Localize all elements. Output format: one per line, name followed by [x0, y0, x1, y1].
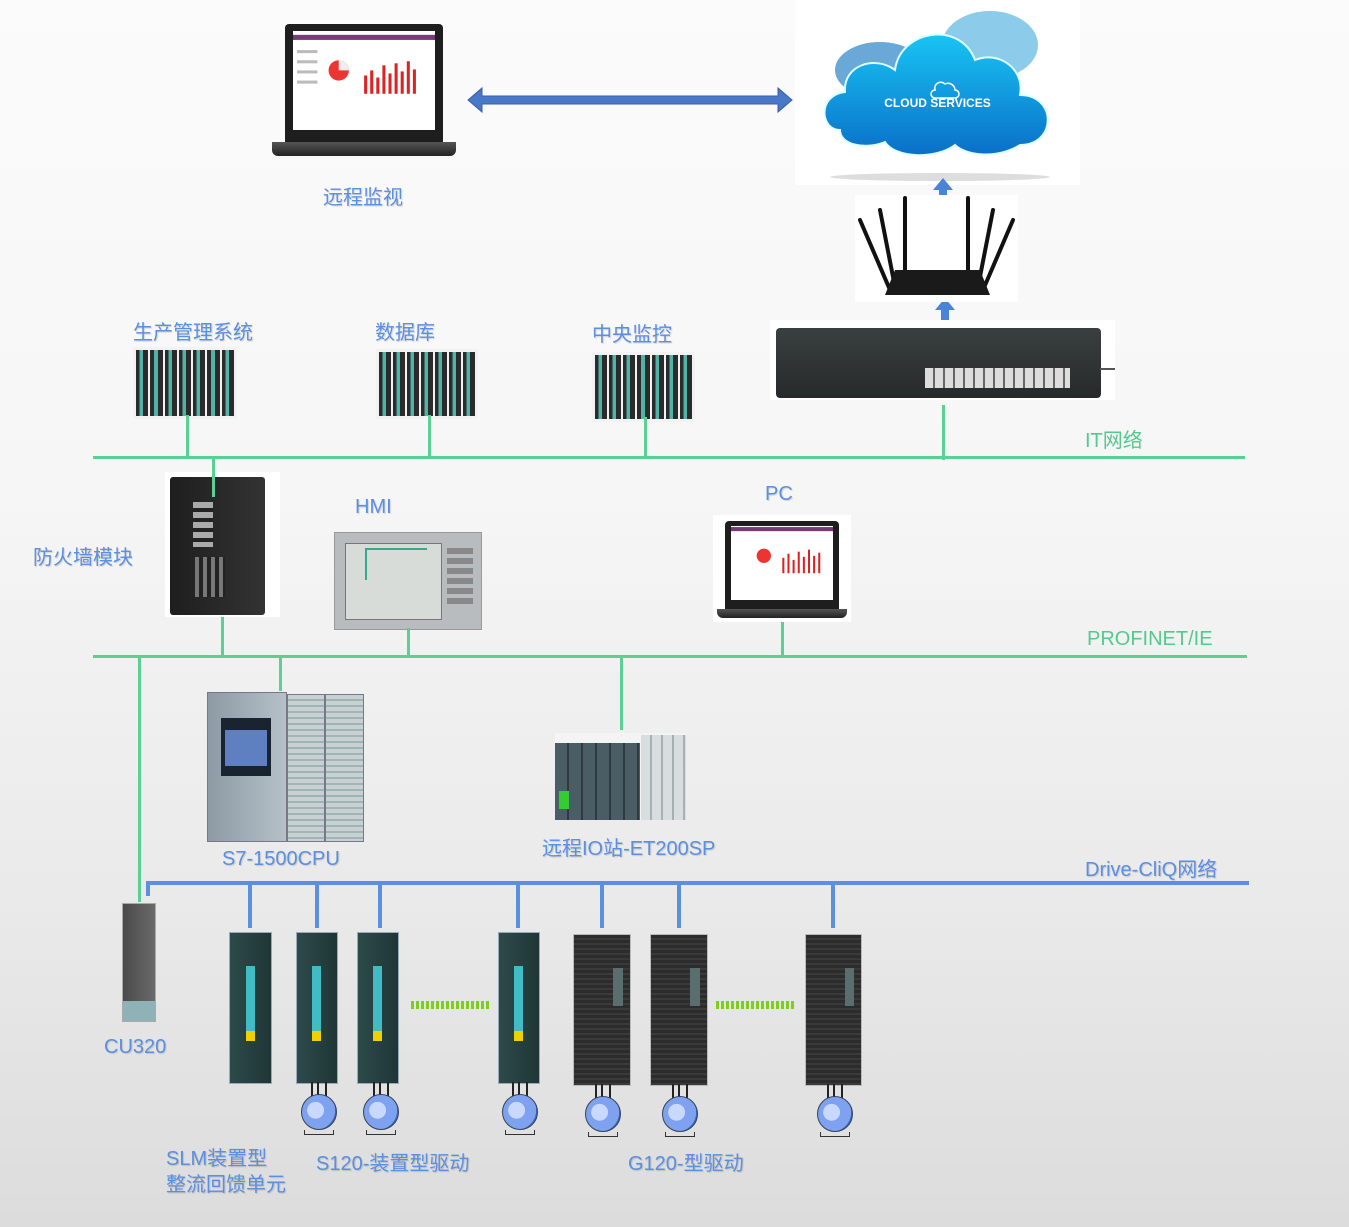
- motor-icon: [817, 1096, 853, 1137]
- s120-module: [498, 932, 540, 1084]
- motor-icon: [502, 1094, 538, 1135]
- connector: [600, 883, 604, 928]
- slm-label-line2: 整流回馈单元: [166, 1174, 286, 1196]
- drive-cliq-label: Drive-CliQ网络: [1085, 859, 1218, 881]
- laptop-base: [272, 142, 456, 156]
- drive-cliq-line: [146, 881, 1249, 885]
- pc-laptop: [713, 515, 851, 622]
- bidirectional-arrow-icon: [467, 86, 793, 114]
- s120-module: [357, 932, 399, 1084]
- node-label-central-monitoring: 中央监控: [592, 324, 672, 346]
- connector: [516, 883, 520, 928]
- connector-cu320: [138, 656, 141, 902]
- firewall-module: [165, 472, 280, 617]
- connector: [644, 417, 647, 457]
- cloud-services: CLOUD SERVICES: [795, 0, 1080, 185]
- ellipsis-dots: [716, 1001, 796, 1009]
- node-label-production-management: 生产管理系统: [133, 322, 253, 344]
- dashboard-chart-icon: [730, 527, 834, 574]
- motor-icon: [585, 1096, 621, 1137]
- connector: [315, 883, 319, 928]
- it-network-line: [93, 456, 1245, 459]
- plc-database: [376, 349, 478, 419]
- slm-label-line1: SLM装置型: [166, 1148, 268, 1170]
- network-switch: [770, 320, 1115, 400]
- hmi-label: HMI: [355, 496, 392, 518]
- node-label-database: 数据库: [375, 322, 435, 344]
- connector: [831, 883, 835, 928]
- s7-1500-cpu: [207, 692, 364, 842]
- connector: [212, 457, 215, 497]
- profinet-label: PROFINET/IE: [1087, 628, 1213, 650]
- g120-drive: [650, 934, 708, 1086]
- connector: [378, 883, 382, 928]
- connector: [781, 622, 784, 657]
- connector: [407, 628, 410, 657]
- connector: [677, 883, 681, 928]
- connector: [221, 617, 224, 657]
- profinet-line: [93, 655, 1247, 658]
- motor-icon: [363, 1094, 399, 1135]
- remote-monitor-label: 远程监视: [323, 187, 403, 209]
- cloud-icon: [823, 11, 1050, 181]
- io-station-label: 远程IO站-ET200SP: [542, 838, 716, 860]
- connector: [279, 656, 282, 691]
- ellipsis-dots: [411, 1001, 491, 1009]
- cu320-control-unit: [122, 903, 156, 1022]
- s120-label: S120-装置型驱动: [316, 1153, 470, 1175]
- motor-icon: [662, 1096, 698, 1137]
- dashboard-chart-icon: [292, 34, 436, 94]
- plc-production-management: [133, 347, 237, 419]
- pc-label: PC: [765, 483, 793, 505]
- connector: [146, 881, 150, 896]
- et200sp-io-station: [555, 733, 686, 820]
- cloud-label: CLOUD SERVICES: [884, 96, 991, 110]
- cu320-label: CU320: [104, 1036, 167, 1058]
- plc-central-monitoring: [592, 352, 695, 422]
- slm-module: [229, 932, 272, 1084]
- up-arrow-icon: [935, 298, 955, 335]
- g120-label: G120-型驱动: [628, 1153, 744, 1175]
- hmi-panel: [334, 532, 482, 630]
- g120-drive: [573, 934, 631, 1086]
- motor-icon: [301, 1094, 337, 1135]
- connector: [428, 415, 431, 457]
- firewall-label: 防火墙模块: [33, 547, 133, 569]
- cpu-label: S7-1500CPU: [222, 848, 340, 870]
- connector: [942, 405, 945, 460]
- router-icon: [855, 195, 1018, 302]
- connector: [186, 415, 189, 457]
- g120-drive: [805, 934, 862, 1086]
- connector: [620, 656, 623, 730]
- connector: [248, 883, 252, 928]
- it-network-label: IT网络: [1085, 430, 1143, 452]
- s120-module: [296, 932, 338, 1084]
- laptop-screen: [285, 24, 443, 142]
